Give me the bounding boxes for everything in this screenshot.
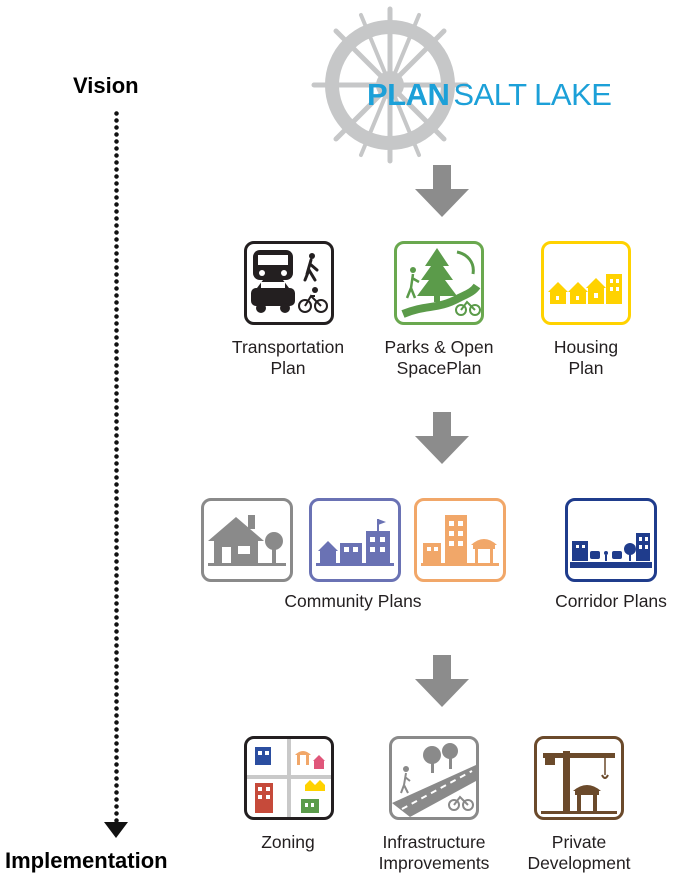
infrastructure-improvements-icon [389,736,479,820]
community-plans-caption: Community Plans [284,591,422,611]
caption-line: Plan [568,358,604,378]
corridor-street-icon [570,533,652,568]
corridor-plan-icon [565,498,657,582]
logo-rest-words: SALT LAKE [453,77,612,112]
caption-line: Housing [553,337,619,357]
plan-salt-lake-logo [310,5,610,165]
transportation-plan-icon [244,241,334,325]
housing-plan-caption: Housing Plan [511,337,661,379]
house-tree-icon [208,515,286,566]
town-buildings-icon [316,519,394,566]
road-trees-icon [392,743,476,817]
urban-buildings-icon [421,515,499,566]
flow-arrow-icon [415,412,469,464]
parks-plan-caption: Parks & Open SpacePlan [364,337,514,379]
private-development-caption: Private Development [504,832,654,874]
caption-line: Parks & Open [384,337,494,357]
houses-icon [548,274,622,304]
parks-open-space-plan-icon [394,241,484,325]
ship-wheel-icon [311,6,469,164]
private-development-icon [534,736,624,820]
logo-plan-word: PLAN [367,77,450,112]
zoning-grid-icon [247,739,331,817]
housing-plan-icon [541,241,631,325]
zoning-caption: Zoning [213,832,363,853]
caption-line: SpacePlan [396,358,482,378]
flow-arrow-icon [415,655,469,707]
caption-line: Development [527,853,631,873]
infrastructure-caption: Infrastructure Improvements [359,832,509,874]
community-urban-icon [414,498,506,582]
parks-trees-path-icon [401,248,481,318]
corridor-plans-caption: Corridor Plans [555,591,667,611]
caption-line: Private [551,832,607,852]
transportation-plan-caption: Transportation Plan [213,337,363,379]
community-house-icon [201,498,293,582]
crane-building-icon [541,751,617,814]
vision-label: Vision [73,73,139,98]
zoning-icon [244,736,334,820]
caption-line: Improvements [378,853,490,873]
caption-line: Zoning [261,832,315,852]
caption-line: Transportation [231,337,345,357]
community-town-icon [309,498,401,582]
train-car-pedestrian-bike-icon [251,250,328,313]
dotted-axis-line [113,110,120,822]
implementation-label: Implementation [5,848,168,873]
flow-arrow-icon [415,165,469,217]
caption-line: Plan [270,358,306,378]
axis-arrowhead-icon [104,822,128,838]
caption-line: Infrastructure [382,832,486,852]
